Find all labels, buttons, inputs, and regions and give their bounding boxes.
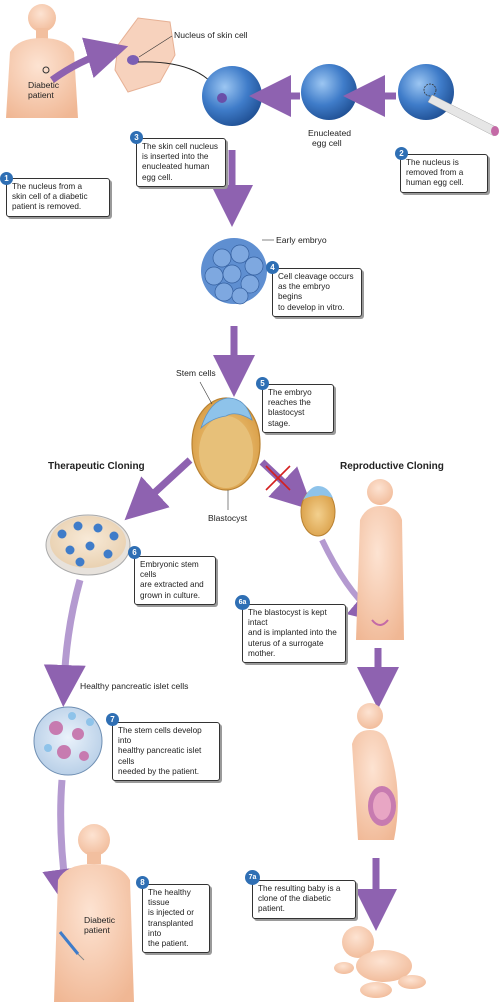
label-early-embryo: Early embryo: [276, 235, 327, 245]
step-6a-line: uterus of a surrogate mother.: [248, 638, 324, 658]
step-6-line: Embryonic stem cells: [140, 560, 199, 580]
step-6-line: are extracted and: [140, 580, 204, 590]
step-7a-badge: 7a: [245, 870, 260, 885]
step-7-box: The stem cells develop into healthy panc…: [112, 722, 220, 782]
step-6a-badge: 6a: [235, 595, 250, 610]
label-healthy-islet: Healthy pancreatic islet cells: [80, 681, 189, 691]
step-5-line: reaches the: [268, 398, 311, 408]
heading-therapeutic-cloning: Therapeutic Cloning: [48, 461, 145, 472]
step-4-box: Cell cleavage occurs as the embryo begin…: [272, 268, 362, 317]
skin-cell: [114, 17, 176, 93]
step-7a-box: The resulting baby is a clone of the dia…: [252, 880, 356, 919]
step-7-badge: 7: [106, 713, 119, 726]
egg-cell-with-pipette: [398, 64, 499, 137]
step-5-box: The embryo reaches the blastocyst stage.: [262, 384, 334, 433]
step-6a-line: The blastocyst is kept intact: [248, 608, 327, 628]
pregnant-surrogate: [352, 703, 398, 840]
step-3-badge: 3: [130, 131, 143, 144]
cloned-baby: [334, 926, 426, 998]
step-8-line: The healthy tissue: [148, 888, 191, 908]
label-diabetic-top-line2: patient: [28, 90, 54, 100]
early-embryo: [201, 238, 274, 305]
step-6a-box: The blastocyst is kept intact and is imp…: [242, 604, 346, 664]
step-5-line: The embryo: [268, 388, 312, 397]
step-7a-line: The resulting baby is a: [258, 884, 341, 893]
step-2-line: human egg cell.: [406, 178, 464, 188]
step-8-badge: 8: [136, 876, 149, 889]
step-4-line: as the embryo begins: [278, 282, 330, 302]
step-1-box: The nucleus from a skin cell of a diabet…: [6, 178, 110, 217]
enucleated-egg-cell: [301, 64, 357, 120]
step-2-line: removed from a: [406, 168, 464, 178]
step-5-line: blastocyst stage.: [268, 408, 305, 428]
step-1-badge: 1: [0, 172, 13, 185]
step-1-line: The nucleus from a: [12, 182, 83, 191]
surrogate-mother: [356, 479, 404, 640]
step-4-badge: 4: [266, 261, 279, 274]
blastocyst: [191, 381, 261, 510]
label-stem-cells: Stem cells: [176, 368, 216, 378]
step-3-line: is inserted into the: [142, 152, 209, 162]
step-3-box: The skin cell nucleus is inserted into t…: [136, 138, 226, 187]
step-7a-line: clone of the diabetic patient.: [258, 894, 331, 914]
step-5-badge: 5: [256, 377, 269, 390]
step-6-box: Embryonic stem cells are extracted and g…: [134, 556, 216, 605]
petri-dish: [45, 514, 131, 576]
label-nucleus-of-skin-cell: Nucleus of skin cell: [174, 30, 248, 40]
step-2-box: The nucleus is removed from a human egg …: [400, 154, 488, 193]
step-6-badge: 6: [128, 546, 141, 559]
step-7-line: The stem cells develop into: [118, 726, 202, 746]
step-4-line: to develop in vitro.: [278, 302, 345, 312]
heading-reproductive-cloning: Reproductive Cloning: [340, 461, 444, 472]
step-1-line: patient is removed.: [12, 202, 82, 212]
egg-cell-with-nucleus: [202, 66, 262, 126]
step-7-line: healthy pancreatic islet cells: [118, 746, 202, 766]
step-3-line: The skin cell nucleus: [142, 142, 218, 151]
step-8-line: the patient.: [148, 939, 189, 949]
pancreatic-islet-cells: [33, 706, 103, 776]
step-1-line: skin cell of a diabetic: [12, 192, 88, 202]
step-8-line: is injected or: [148, 908, 194, 918]
step-4-line: Cell cleavage occurs: [278, 272, 354, 281]
label-blastocyst: Blastocyst: [208, 513, 248, 523]
label-diabetic-top-line1: Diabetic: [28, 80, 60, 90]
label-diabetic-bottom-line1: Diabetic: [84, 915, 116, 925]
step-3-line: egg cell.: [142, 172, 173, 182]
step-7-line: needed by the patient.: [118, 766, 200, 776]
label-enucleated-line1: Enucleated: [308, 128, 352, 138]
step-8-line: transplanted into: [148, 918, 194, 938]
label-enucleated-line2: egg cell: [312, 138, 342, 148]
diabetic-patient-torso-top: [6, 4, 78, 118]
step-6a-line: and is implanted into the: [248, 628, 337, 638]
step-2-line: The nucleus is: [406, 158, 459, 167]
label-diabetic-bottom-line2: patient: [84, 925, 110, 935]
step-3-line: enucleated human: [142, 162, 210, 172]
step-8-box: The healthy tissue is injected or transp…: [142, 884, 210, 954]
step-6-line: grown in culture.: [140, 590, 201, 600]
small-blastocyst: [300, 486, 336, 537]
diabetic-patient-torso-bottom: [54, 824, 134, 1002]
step-2-badge: 2: [395, 147, 408, 160]
